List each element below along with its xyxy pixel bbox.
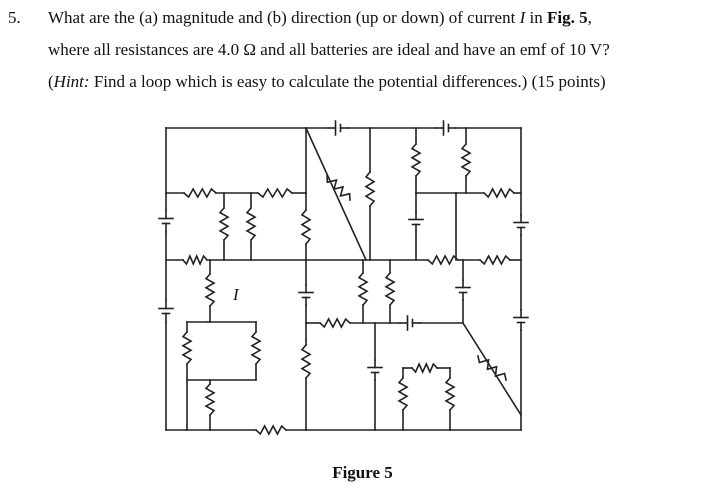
resistor <box>300 343 312 380</box>
resistor <box>357 271 369 307</box>
resistor <box>426 254 460 266</box>
wire <box>304 126 368 262</box>
hint-line: (Hint: Find a loop which is easy to calc… <box>48 72 606 91</box>
resistor <box>410 142 422 178</box>
resistor <box>384 271 396 307</box>
resistor <box>182 187 218 199</box>
resistor <box>478 254 512 266</box>
resistor <box>254 424 288 436</box>
resistor <box>397 376 409 412</box>
resistor <box>204 272 216 308</box>
resistor <box>364 170 376 208</box>
wire <box>461 321 523 417</box>
resistor <box>318 317 352 329</box>
resistor <box>204 382 216 417</box>
resistor <box>326 175 351 201</box>
resistor <box>444 376 456 412</box>
question-line-2: where all resistances are 4.0 Ω and all … <box>48 40 610 59</box>
resistor <box>460 142 472 178</box>
figure-reference: Fig. 5 <box>546 8 588 27</box>
resistor <box>410 362 439 374</box>
resistor <box>181 330 193 366</box>
resistor <box>250 330 262 366</box>
question-line-1: What are the (a) magnitude and (b) direc… <box>48 8 592 27</box>
resistor <box>300 208 312 246</box>
resistor <box>482 187 516 199</box>
current-label: I <box>232 285 240 304</box>
current-symbol: I <box>519 8 526 27</box>
resistor <box>256 187 294 199</box>
resistor <box>245 206 257 242</box>
resistor <box>477 355 507 381</box>
resistor <box>181 253 209 267</box>
question-number: 5. <box>8 8 21 27</box>
hint-label: Hint: <box>53 72 90 91</box>
resistor <box>218 206 230 242</box>
figure-caption: Figure 5 <box>332 463 393 482</box>
